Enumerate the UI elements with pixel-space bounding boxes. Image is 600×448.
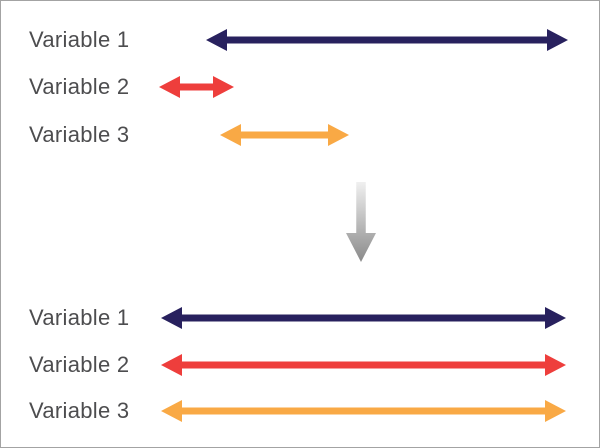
variable-3-range-arrow (220, 123, 349, 147)
variable-1-label: Variable 1 (29, 27, 130, 52)
variable-2-label: Variable 2 (29, 74, 130, 99)
variable-1-range-arrow (206, 28, 568, 52)
variable-1-label: Variable 1 (29, 305, 130, 330)
variable-3-range-arrow (161, 399, 566, 423)
variable-2-range-arrow (159, 75, 234, 99)
variable-2-label: Variable 2 (29, 352, 130, 377)
variable-1-range-arrow (161, 306, 566, 330)
variable-2-range-arrow (161, 353, 566, 377)
down-arrow-icon (346, 182, 376, 262)
variable-3-label: Variable 3 (29, 398, 130, 423)
variable-3-label: Variable 3 (29, 122, 130, 147)
